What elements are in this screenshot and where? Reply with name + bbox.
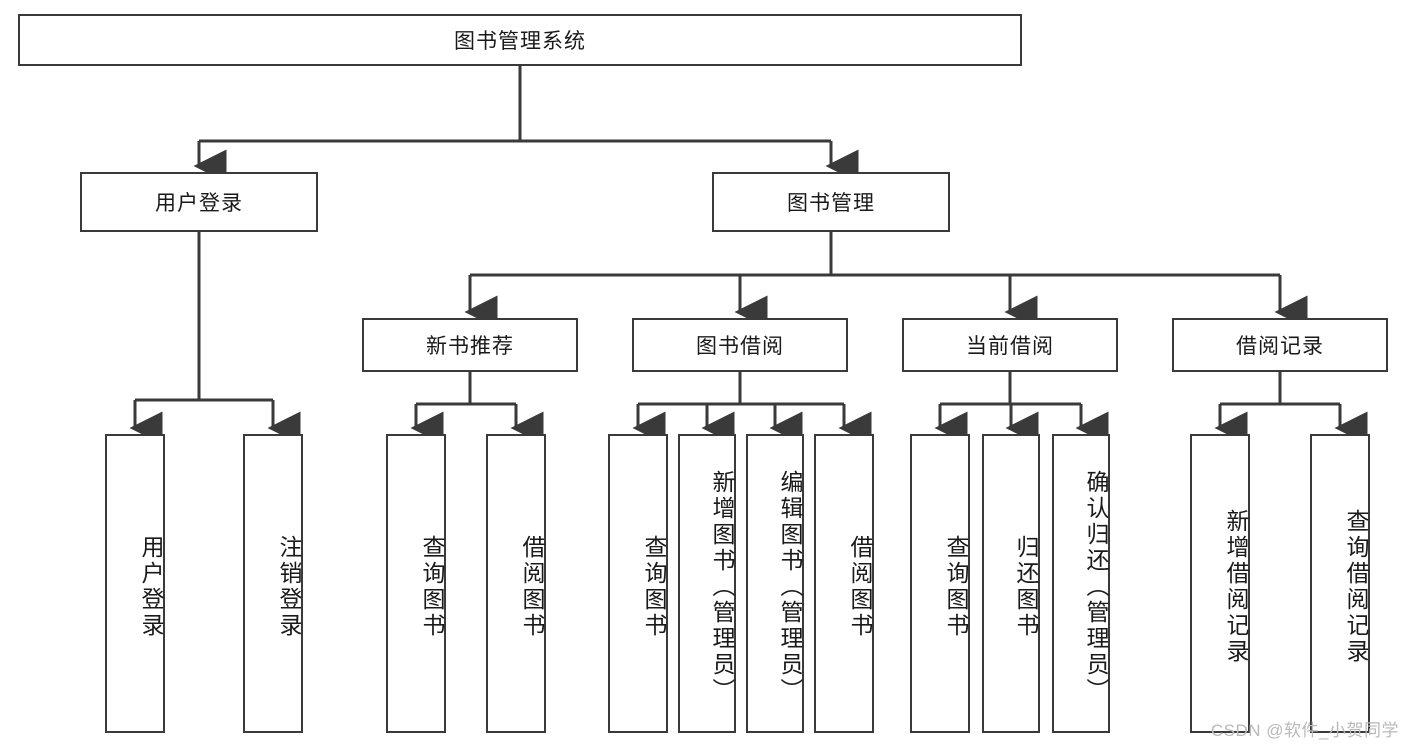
node-label: 用户登录 bbox=[138, 534, 164, 639]
node-label: 图书管理系统 bbox=[454, 30, 586, 53]
node-root-book-management-system[interactable]: 图书管理系统 bbox=[18, 14, 1022, 66]
node-label: 借阅图书 bbox=[847, 534, 873, 639]
leaf-node-borrow-book-2[interactable]: 借阅图书 bbox=[814, 434, 874, 733]
node-label: 查询图书 bbox=[943, 534, 969, 639]
leaf-node-add-record[interactable]: 新增借阅记录 bbox=[1190, 434, 1250, 733]
leaf-node-add-book[interactable]: 新增图书（管理员） bbox=[678, 434, 736, 733]
node-label: 确认归还（管理员） bbox=[1083, 469, 1109, 704]
node-borrow-record[interactable]: 借阅记录 bbox=[1172, 318, 1388, 372]
node-user-login[interactable]: 用户登录 bbox=[80, 172, 318, 232]
edge-borrowrecord-to-leaves bbox=[1214, 372, 1368, 445]
leaf-node-query-book-1[interactable]: 查询图书 bbox=[386, 434, 446, 733]
node-label: 注销登录 bbox=[276, 534, 302, 639]
node-label: 图书借阅 bbox=[696, 335, 784, 358]
node-label: 当前借阅 bbox=[966, 335, 1054, 358]
node-label: 查询图书 bbox=[641, 534, 667, 639]
node-new-book-rec[interactable]: 新书推荐 bbox=[362, 318, 578, 372]
edge-userlogin-to-leaves bbox=[129, 232, 301, 445]
node-label: 新增借阅记录 bbox=[1223, 508, 1249, 665]
node-book-manage[interactable]: 图书管理 bbox=[712, 172, 950, 232]
node-label: 查询图书 bbox=[419, 534, 445, 639]
node-label: 归还图书 bbox=[1013, 534, 1039, 639]
edge-booklmanage-to-level3 bbox=[464, 232, 1308, 329]
node-label: 借阅记录 bbox=[1236, 335, 1324, 358]
leaf-node-confirm-return[interactable]: 确认归还（管理员） bbox=[1052, 434, 1110, 733]
node-label: 新增图书（管理员） bbox=[709, 469, 735, 704]
leaf-node-user-login[interactable]: 用户登录 bbox=[105, 434, 165, 733]
leaf-node-query-record[interactable]: 查询借阅记录 bbox=[1310, 434, 1370, 733]
node-label: 图书管理 bbox=[787, 192, 875, 215]
leaf-node-edit-book[interactable]: 编辑图书（管理员） bbox=[746, 434, 804, 733]
leaf-node-query-book-3[interactable]: 查询图书 bbox=[910, 434, 970, 733]
node-label: 查询借阅记录 bbox=[1343, 508, 1369, 665]
leaf-node-borrow-book-1[interactable]: 借阅图书 bbox=[486, 434, 546, 733]
node-book-borrow[interactable]: 图书借阅 bbox=[632, 318, 848, 372]
edge-newbookrec-to-leaves bbox=[410, 372, 544, 445]
node-label: 编辑图书（管理员） bbox=[777, 469, 803, 704]
edge-currentborrow-to-leaves bbox=[934, 372, 1109, 445]
leaf-node-user-logout[interactable]: 注销登录 bbox=[243, 434, 303, 733]
node-label: 用户登录 bbox=[155, 192, 243, 215]
node-label: 新书推荐 bbox=[426, 335, 514, 358]
edge-root-to-level2 bbox=[193, 66, 859, 183]
node-current-borrow[interactable]: 当前借阅 bbox=[902, 318, 1118, 372]
leaf-node-query-book-2[interactable]: 查询图书 bbox=[608, 434, 668, 733]
node-label: 借阅图书 bbox=[519, 534, 545, 639]
edge-bookborrow-to-leaves bbox=[632, 372, 872, 445]
leaf-node-return-book[interactable]: 归还图书 bbox=[982, 434, 1040, 733]
